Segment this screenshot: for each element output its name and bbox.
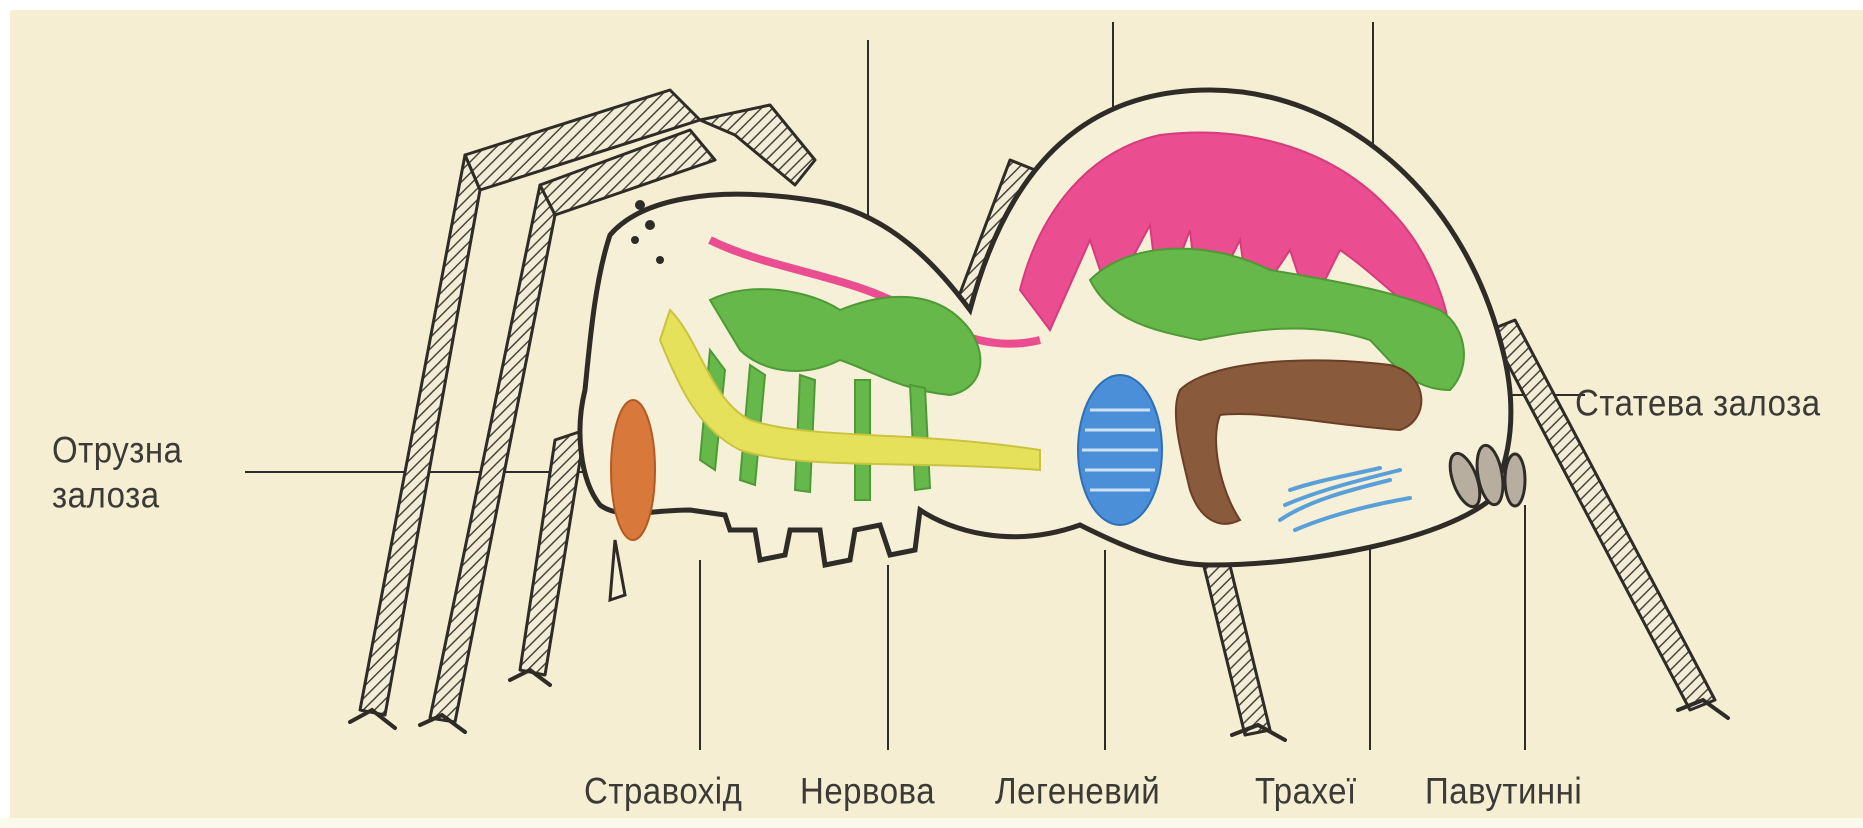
label-nerve: Нервова — [800, 770, 935, 813]
leg-feet — [350, 670, 1728, 740]
leg-back-lower — [1200, 545, 1270, 735]
poison-gland — [611, 400, 655, 540]
label-gonad: Статева залоза — [1575, 382, 1821, 425]
leg-3-upper — [700, 105, 815, 185]
label-spinnerets: Павутинні — [1425, 770, 1582, 813]
chelicera-fang — [610, 540, 625, 600]
label-poison-gland-line2: залоза — [52, 473, 182, 518]
label-poison-gland: Отрузна залоза — [52, 428, 182, 518]
label-poison-gland-line1: Отрузна — [52, 428, 182, 473]
leg-rear — [1490, 320, 1715, 710]
label-esophagus: Стравохід — [584, 770, 742, 813]
label-lung: Легеневий — [995, 770, 1160, 813]
leg-4-lower — [520, 430, 585, 675]
label-tracheae: Трахеї — [1255, 770, 1357, 813]
